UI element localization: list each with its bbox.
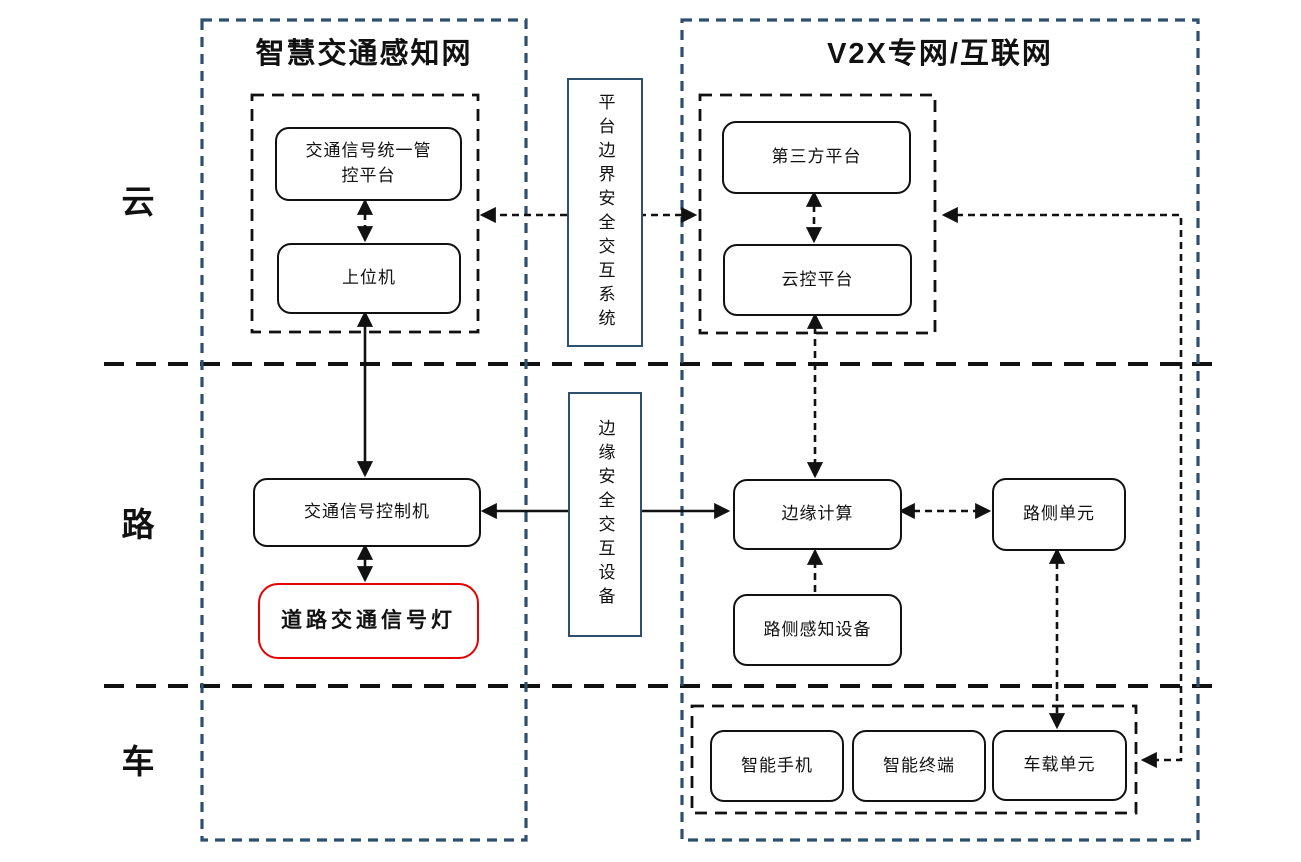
left-cloud-group-frame <box>250 93 480 334</box>
node-edge-security-device: 边缘安全交互设备 <box>568 392 642 637</box>
node-signal-controller: 交通信号控制机 <box>253 478 481 547</box>
node-roadside-unit: 路侧单元 <box>992 478 1126 551</box>
node-signal-mgmt-platform: 交通信号统一管控平台 <box>275 127 462 201</box>
node-platform-boundary-system: 平台边界安全交互系统 <box>567 78 643 347</box>
node-smartphone: 智能手机 <box>710 730 844 802</box>
node-road-traffic-light: 道路交通信号灯 <box>258 583 479 659</box>
node-host-computer: 上位机 <box>277 243 461 314</box>
node-label: 交通信号统一管控平台 <box>305 141 432 185</box>
layer-label-road: 路 <box>121 506 155 543</box>
arrow-cloudgroup-vehiclegroup <box>941 206 1183 769</box>
node-edge-computing: 边缘计算 <box>733 479 902 550</box>
vehicle-group-frame <box>690 704 1138 815</box>
node-smart-terminal: 智能终端 <box>852 730 986 802</box>
right-region-title: V2X专网/互联网 <box>827 38 1053 70</box>
right-region-frame <box>680 18 1200 842</box>
left-region-title: 智慧交通感知网 <box>255 38 473 70</box>
node-onboard-unit: 车载单元 <box>992 730 1127 801</box>
node-roadside-sensing-device: 路侧感知设备 <box>733 594 902 666</box>
node-cloud-control-platform: 云控平台 <box>723 244 912 316</box>
layer-label-vehicle: 车 <box>121 743 155 780</box>
left-region-frame <box>200 18 528 842</box>
layer-label-cloud: 云 <box>121 183 155 220</box>
node-third-party-platform: 第三方平台 <box>722 121 911 194</box>
